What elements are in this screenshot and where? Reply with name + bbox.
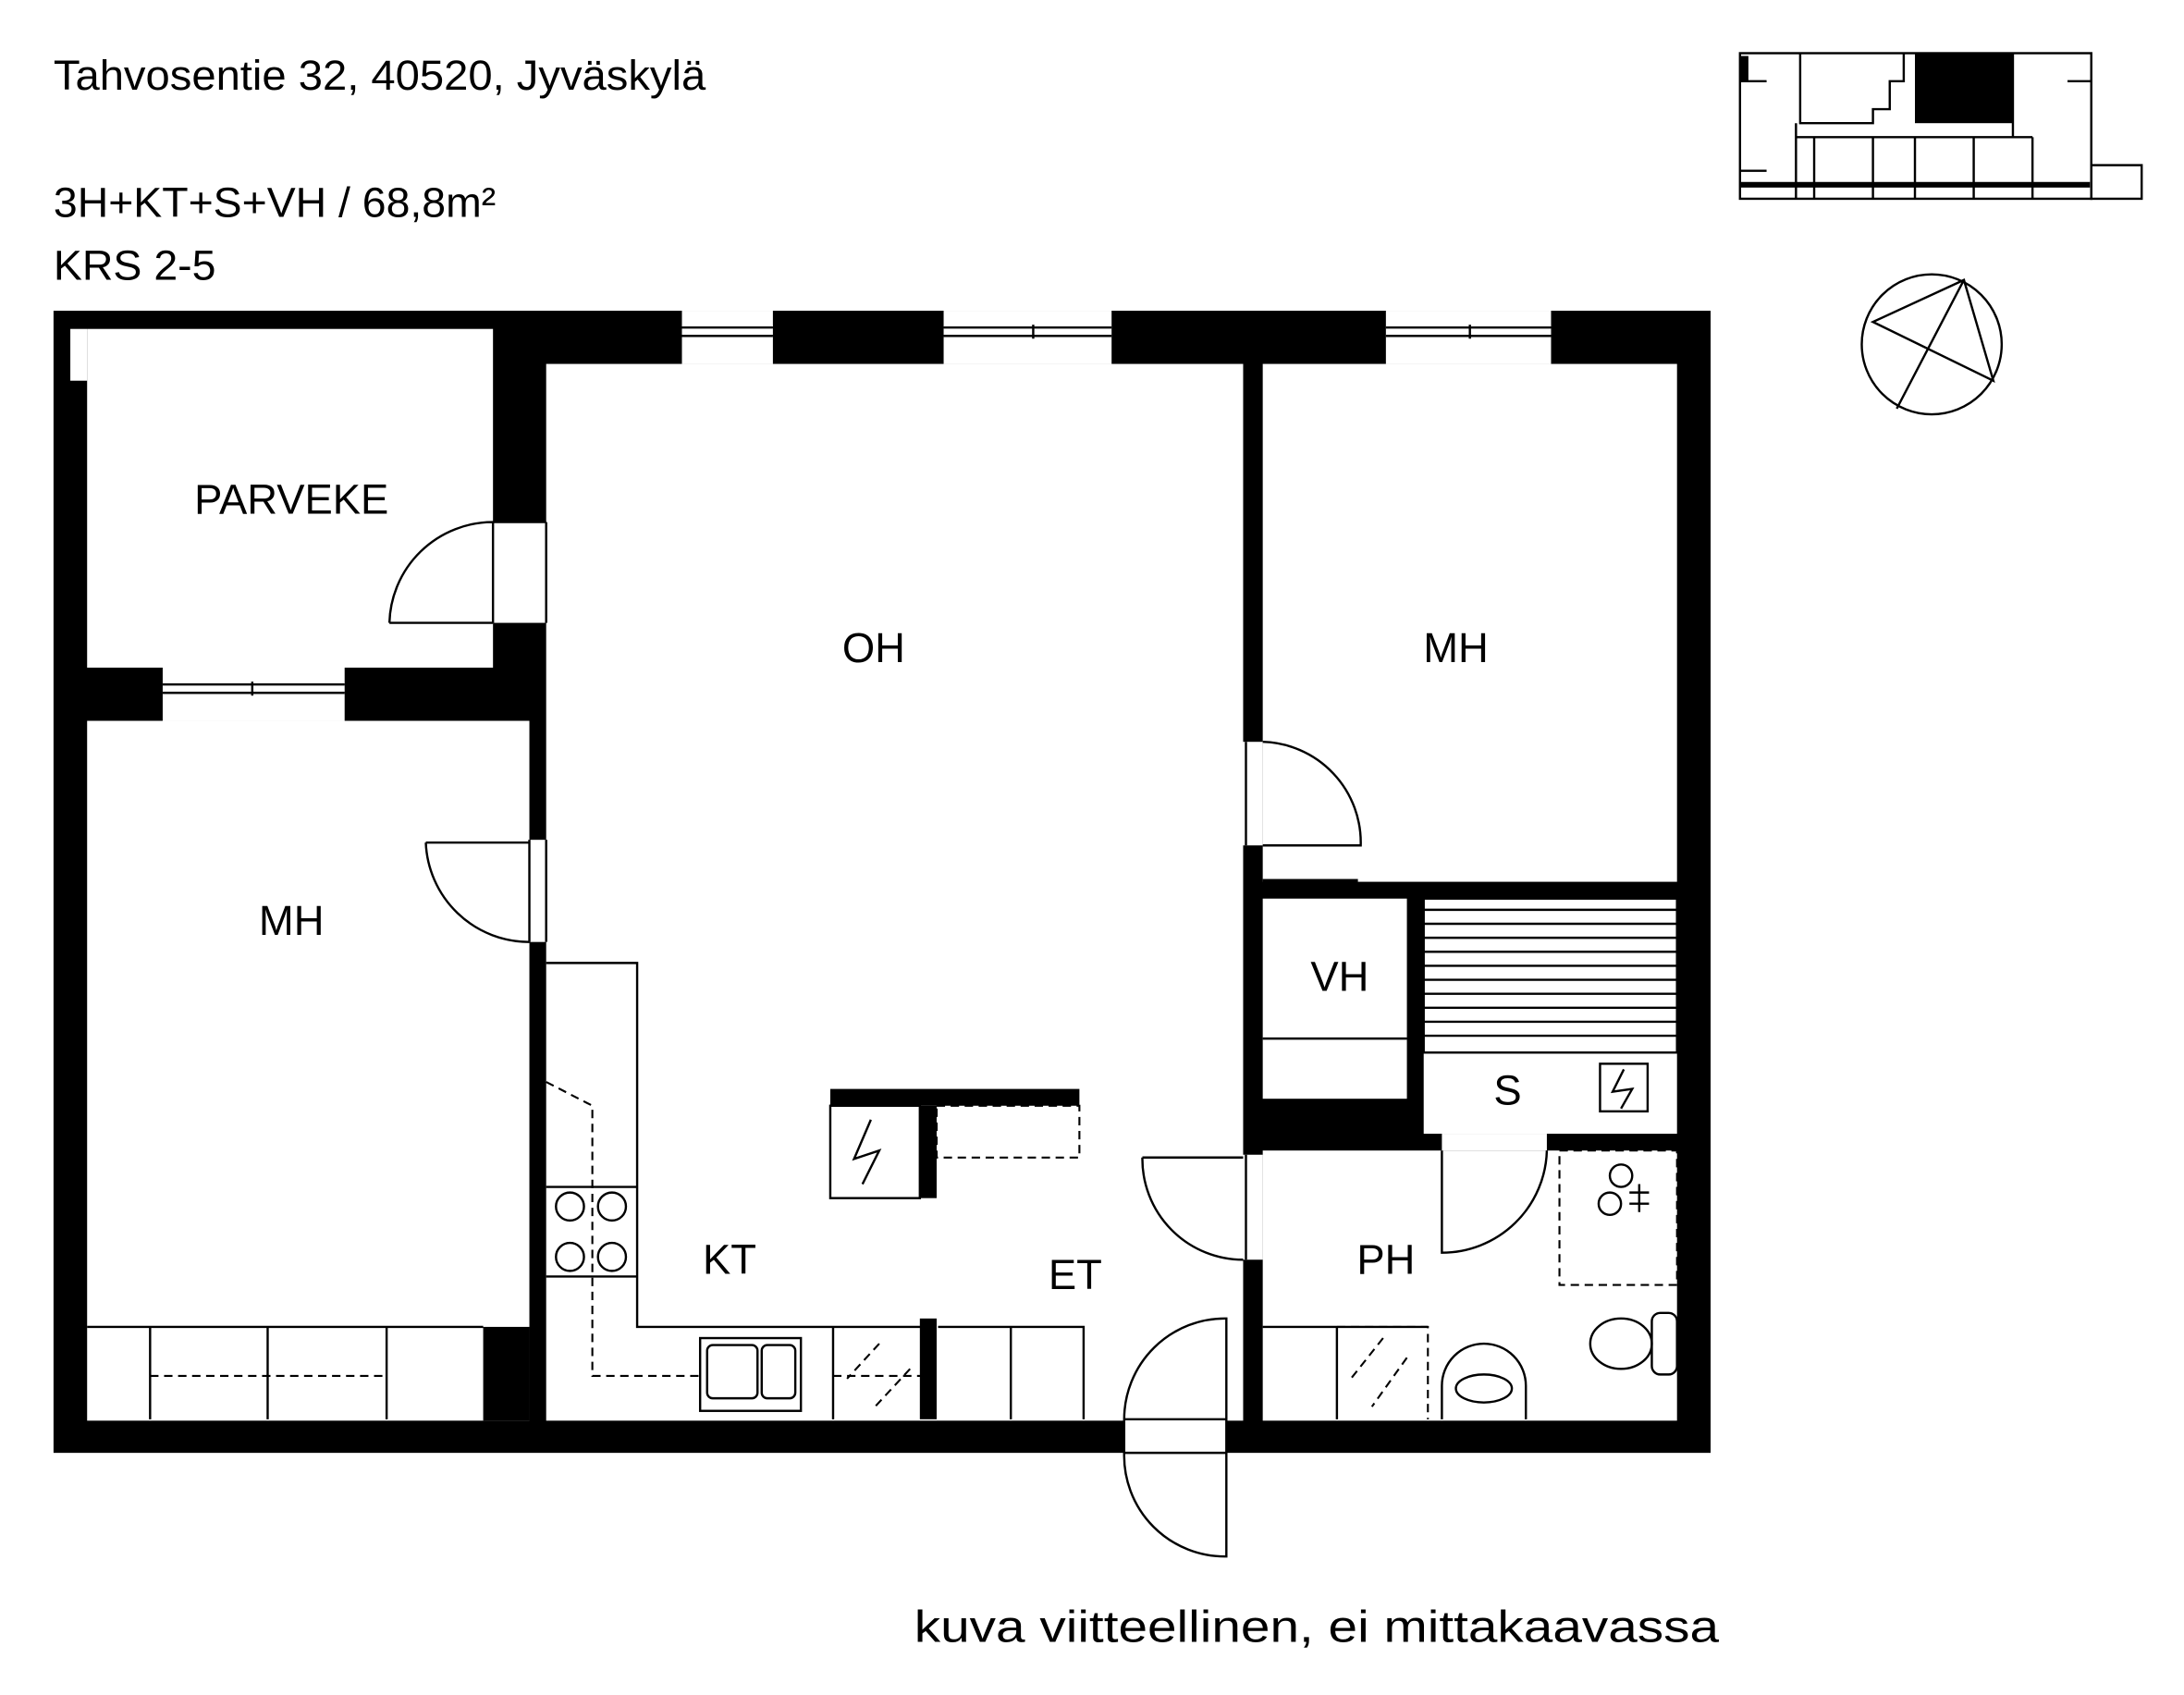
room-label-walk-in-closet: VH: [1310, 953, 1368, 1001]
room-label-bedroom-left: MH: [259, 897, 325, 944]
room-label-bedroom-right: MH: [1423, 624, 1489, 671]
windows: [162, 311, 1552, 721]
living-area: [546, 363, 1244, 1421]
walls: [53, 311, 1712, 1454]
room-label-living-room: OH: [842, 624, 905, 671]
sauna-area: [1423, 898, 1677, 1135]
fixtures: [87, 878, 1678, 1419]
room-label-sauna: S: [1493, 1066, 1521, 1113]
sauna-stove-icon: [1610, 1068, 1635, 1110]
balcony-area: [87, 328, 494, 668]
bedroom-right-area: [1262, 363, 1677, 882]
walk-in-closet-area: [1262, 898, 1407, 1099]
north-arrow-icon: [1860, 273, 2004, 416]
room-label-hall: ET: [1049, 1251, 1102, 1298]
doors: [387, 521, 1549, 1558]
room-label-kitchen: KT: [703, 1235, 756, 1283]
apartment-type: 3H+KT+S+VH / 68,8m²: [54, 179, 496, 227]
disclaimer: kuva viitteellinen, ei mittakaavassa: [914, 1602, 1719, 1652]
electric-icon: [852, 1119, 882, 1185]
address: Tahvosentie 32, 40520, Jyväskylä: [54, 52, 706, 99]
room-label-bathroom: PH: [1356, 1235, 1415, 1283]
sauna-bench: [1422, 897, 1678, 1113]
key-plan: [1738, 52, 2143, 201]
room-label-balcony: PARVEKE: [194, 476, 388, 523]
bedroom-left-area: [87, 720, 530, 1421]
floors: KRS 2-5: [54, 242, 216, 289]
